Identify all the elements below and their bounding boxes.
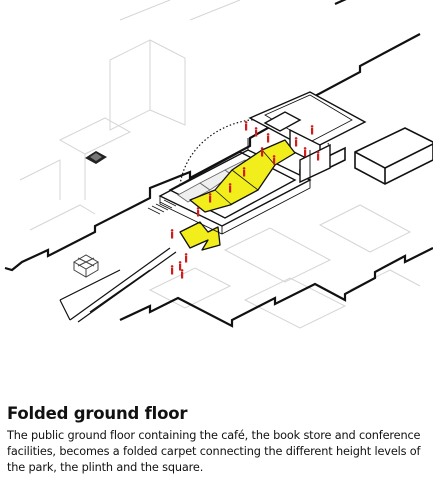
person-marker-icon [228, 183, 232, 193]
person-marker-icon [180, 269, 184, 279]
arrow-down-icon [179, 221, 221, 251]
person-marker-icon [170, 265, 174, 275]
caption-body: The public ground floor containing the c… [7, 429, 421, 474]
person-marker-icon [272, 155, 276, 165]
person-marker-icon [178, 261, 182, 271]
person-marker-icon [196, 207, 200, 217]
person-marker-icon [303, 147, 307, 157]
person-marker-icon [170, 229, 174, 239]
person-marker-icon [208, 193, 212, 203]
cube-marker-icon [73, 254, 99, 278]
person-marker-icon [316, 151, 320, 161]
person-marker-icon [184, 253, 188, 263]
folded-carpet [189, 139, 296, 213]
person-marker-icon [260, 147, 264, 157]
person-marker-icon [294, 137, 298, 147]
axonometric-diagram [4, 0, 433, 329]
ramp-street [59, 247, 177, 323]
caption-block: Folded ground floor The public ground fl… [7, 404, 429, 476]
shadow-corner [85, 151, 107, 164]
person-marker-icon [254, 127, 258, 137]
person-marker-icon [310, 125, 314, 135]
building-lines [159, 138, 311, 235]
caption-title: Folded ground floor [7, 404, 188, 423]
person-marker-icon [266, 133, 270, 143]
person-marker-icon [244, 121, 248, 131]
person-marker-icon [242, 167, 246, 177]
